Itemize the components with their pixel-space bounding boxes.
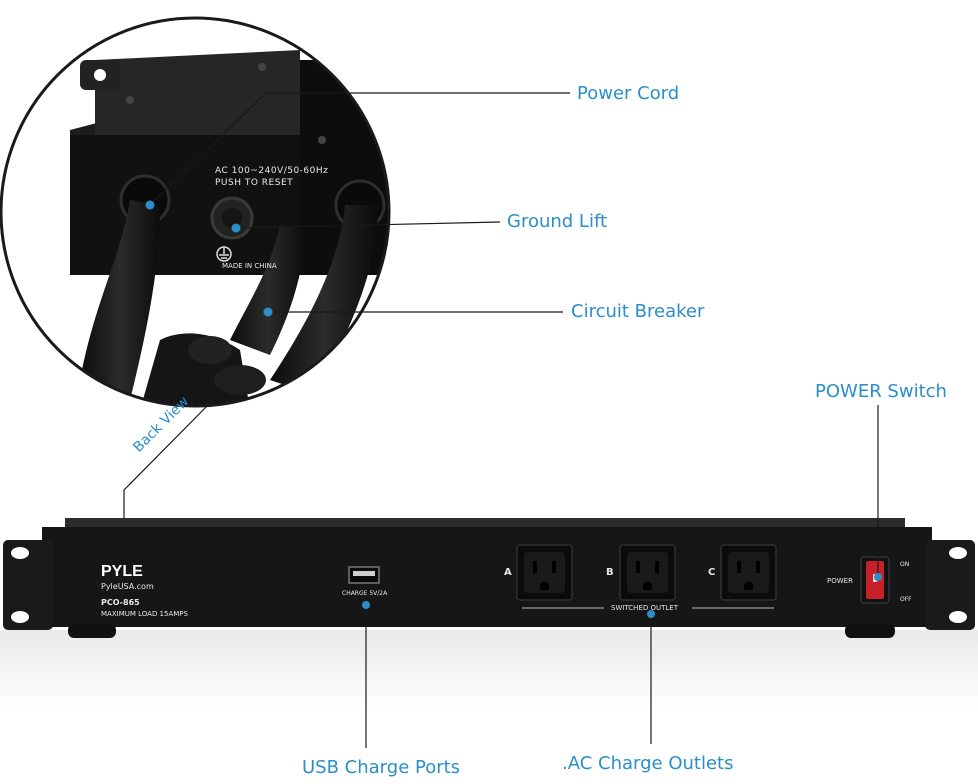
power-switch-label: POWER xyxy=(827,577,853,585)
circuit-breaker-dot xyxy=(263,307,273,317)
ground-lift-dot xyxy=(231,223,241,233)
screw-icon xyxy=(258,63,266,71)
left-rack-ear xyxy=(3,540,53,630)
callout-lines-top xyxy=(123,92,570,520)
callout-power-switch: POWER Switch xyxy=(815,381,947,402)
usb-charge-label: CHARGE 5V/2A xyxy=(342,590,388,597)
screw-icon xyxy=(318,136,326,144)
model-number: PCO-865 xyxy=(101,598,140,607)
back-reset-text: PUSH TO RESET xyxy=(215,178,294,188)
floor-reflection xyxy=(0,630,978,710)
usb-dot xyxy=(362,601,370,609)
callout-ground-lift: Ground Lift xyxy=(507,211,608,232)
outlet-b-label: B xyxy=(606,567,614,578)
back-voltage-text: AC 100~240V/50-60Hz xyxy=(215,166,329,176)
callout-usb-charge-ports: USB Charge Ports xyxy=(302,757,461,778)
outlet-a xyxy=(516,544,573,601)
outlet-c xyxy=(720,544,777,601)
switch-off-label: OFF xyxy=(900,596,912,603)
switched-outlet-label: SWITCHED OUTLET xyxy=(611,604,678,612)
screw-icon xyxy=(126,96,134,104)
front-faceplate xyxy=(42,527,932,627)
magnifier-ring xyxy=(0,16,391,408)
power-switch-dot xyxy=(874,573,882,581)
ground-symbol-icon xyxy=(216,246,232,262)
callout-ac-charge-outlets: .AC Charge Outlets xyxy=(562,753,734,774)
switch-on-label: ON xyxy=(900,561,910,568)
callout-power-cord: Power Cord xyxy=(577,83,680,104)
power-cord-dot xyxy=(145,200,155,210)
max-load-text: MAXIMUM LOAD 15AMPS xyxy=(101,610,188,618)
power-cord-cable xyxy=(80,200,160,400)
back-origin-text: MADE IN CHINA xyxy=(222,262,277,270)
callout-circuit-breaker: Circuit Breaker xyxy=(571,301,705,322)
rack-unit xyxy=(3,518,975,638)
back-view-circle xyxy=(0,16,391,408)
brand-logo: PYLE xyxy=(101,563,143,580)
back-plate xyxy=(70,135,305,275)
right-rack-ear xyxy=(925,540,975,630)
brand-website: PyleUSA.com xyxy=(101,582,154,591)
outlet-c-label: C xyxy=(708,567,716,578)
outlet-a-label: A xyxy=(504,567,512,578)
outlet-dot xyxy=(647,610,655,618)
outlet-b xyxy=(619,544,676,601)
callout-lines-bottom xyxy=(365,405,879,748)
